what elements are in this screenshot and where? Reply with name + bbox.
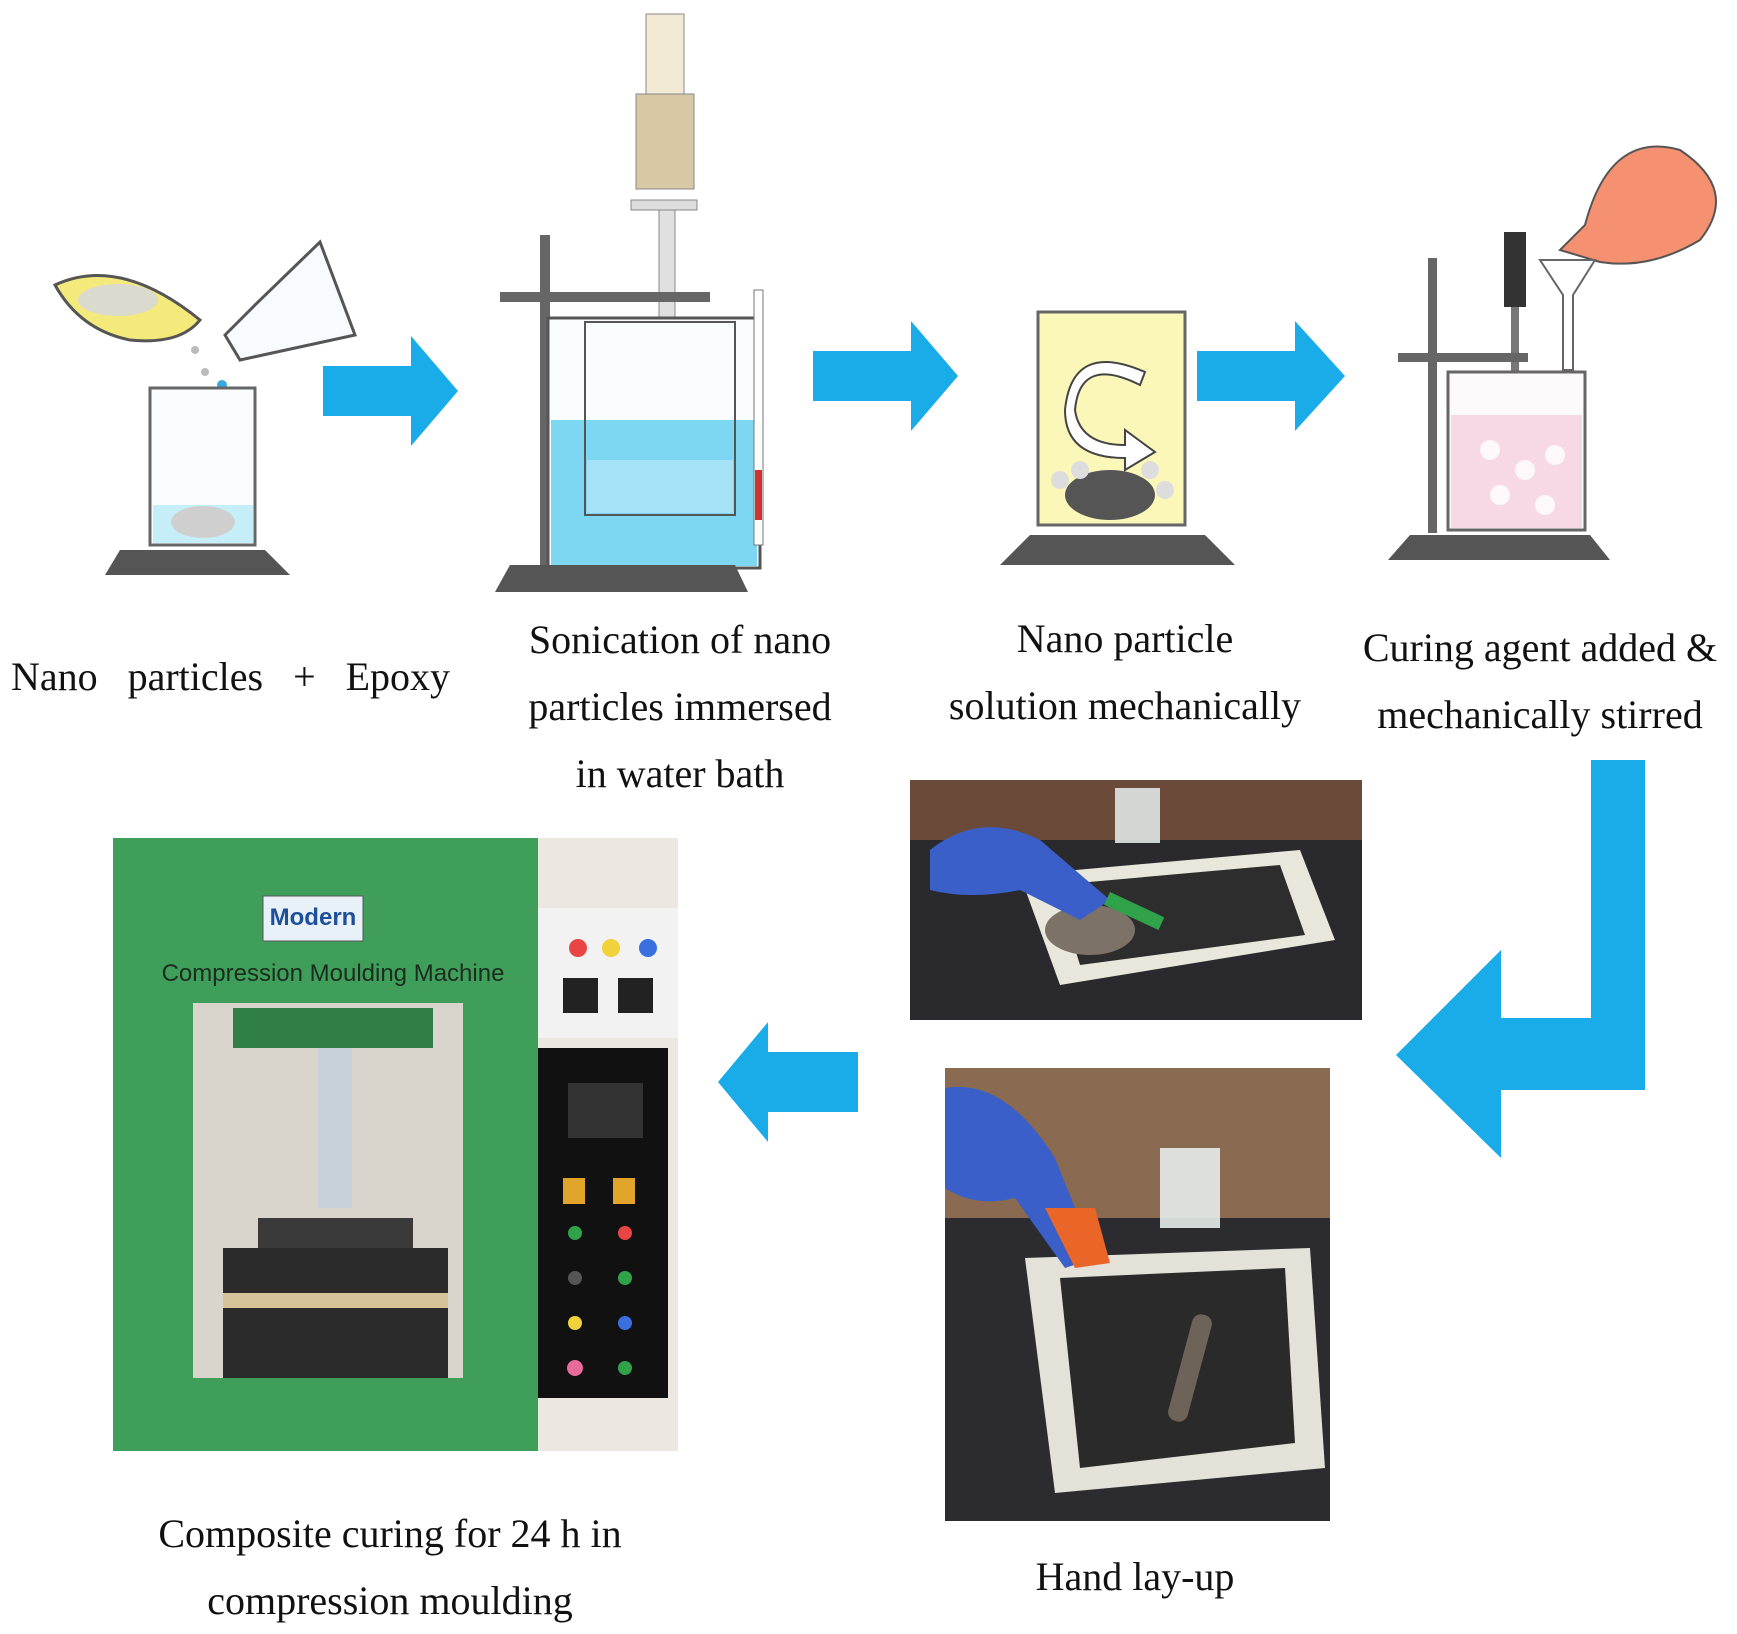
arrow-right-1 (323, 336, 458, 446)
funnel-icon (1538, 259, 1597, 371)
arrow-right-2 (813, 321, 958, 431)
machine-label: Compression Moulding Machine (161, 960, 505, 987)
stand-clamp (1398, 353, 1528, 362)
step5-caption-line-1: Hand lay-up (1035, 1554, 1235, 1599)
thermometer-icon (753, 289, 764, 546)
stand-base (105, 550, 290, 575)
hand-layup-photo-brush (910, 780, 1362, 1020)
beaker-icon (1036, 310, 1187, 527)
compression-moulding-machine-photo: Modern Compression Moulding Machine (113, 838, 678, 1451)
stand-base (1388, 535, 1610, 560)
step6-caption-line-1: Composite curing for 24 h in (158, 1511, 622, 1556)
machine-brand-logo: Modern (269, 904, 357, 931)
stand-base (1000, 535, 1235, 565)
step2-caption: Sonication of nano particles immersed in… (505, 606, 855, 807)
step6-caption-line-2: compression moulding (207, 1578, 573, 1623)
arrow-bent-down-left (1396, 760, 1645, 1158)
step3-caption-line-2: solution mechanically (948, 683, 1302, 728)
step2-caption-line-1: Sonication of nano (528, 617, 832, 662)
stand-rod (540, 235, 550, 565)
spoon-icon (52, 274, 203, 343)
step4-caption-line-1: Curing agent added & (1362, 625, 1718, 670)
step1-caption-line-1: Nano particles + Epoxy (10, 654, 451, 699)
hand-layup-photo-roller (945, 1068, 1330, 1521)
step1-caption: Nano particles + Epoxy (8, 643, 453, 710)
stand-rod (1428, 258, 1437, 533)
step4-caption: Curing agent added & mechanically stirre… (1345, 614, 1735, 748)
step4-caption-line-2: mechanically stirred (1377, 692, 1703, 737)
step3-caption: Nano particle solution mechanically (930, 605, 1320, 739)
stirrer-icon (1504, 232, 1526, 307)
rotation-arrow-icon (1063, 361, 1157, 472)
step5-caption: Hand lay-up (985, 1543, 1285, 1610)
step2-caption-line-2: particles immersed (528, 684, 832, 729)
beaker-icon (1446, 370, 1587, 532)
step2-caption-line-3: in water bath (575, 751, 785, 796)
stand-clamp (500, 292, 710, 302)
bulb-icon (1558, 145, 1717, 265)
sonicator-icon (630, 13, 698, 446)
step6-caption: Composite curing for 24 h in compression… (120, 1500, 660, 1634)
beaker-icon (148, 386, 257, 547)
falling-drops (186, 346, 227, 429)
arrow-left (718, 1022, 858, 1142)
step3-caption-line-1: Nano particle (1016, 616, 1234, 661)
arrow-right-3 (1197, 321, 1345, 431)
water-bath-icon (546, 316, 762, 570)
stand-base (495, 565, 748, 592)
